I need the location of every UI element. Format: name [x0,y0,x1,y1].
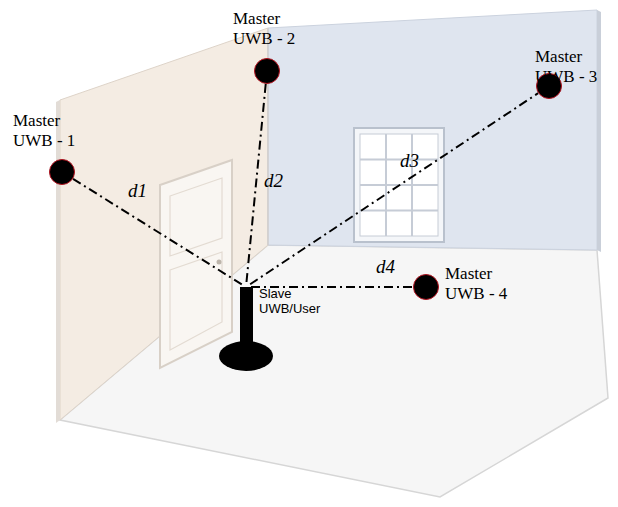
door [160,160,232,368]
slave-tag: Slave UWB/User [241,282,251,292]
device-label: Master UWB - 3 [535,47,609,86]
device-label: Master UWB - 4 [445,264,519,303]
distance-label: d1 [128,180,147,202]
master-anchor: Master UWB - 2 [254,58,280,84]
distance-line [250,93,538,284]
master-anchor: Master UWB - 4 [413,274,439,300]
device-label: Slave UWB/User [259,287,331,317]
back-wall [268,10,597,250]
wall-edge [597,10,601,252]
device-label: Master UWB - 2 [233,9,307,48]
master-anchor: Master UWB - 3 [536,73,562,99]
door-handle [217,260,222,265]
door-panel [170,178,222,256]
distance-line [73,179,242,284]
master-anchor: Master UWB - 1 [49,159,75,185]
stand-pole [240,287,253,353]
device-label: Master UWB - 1 [13,111,87,150]
distance-label: d2 [264,170,283,192]
distance-label: d3 [400,150,419,172]
distance-line [246,84,265,282]
distance-label: d4 [376,256,395,278]
